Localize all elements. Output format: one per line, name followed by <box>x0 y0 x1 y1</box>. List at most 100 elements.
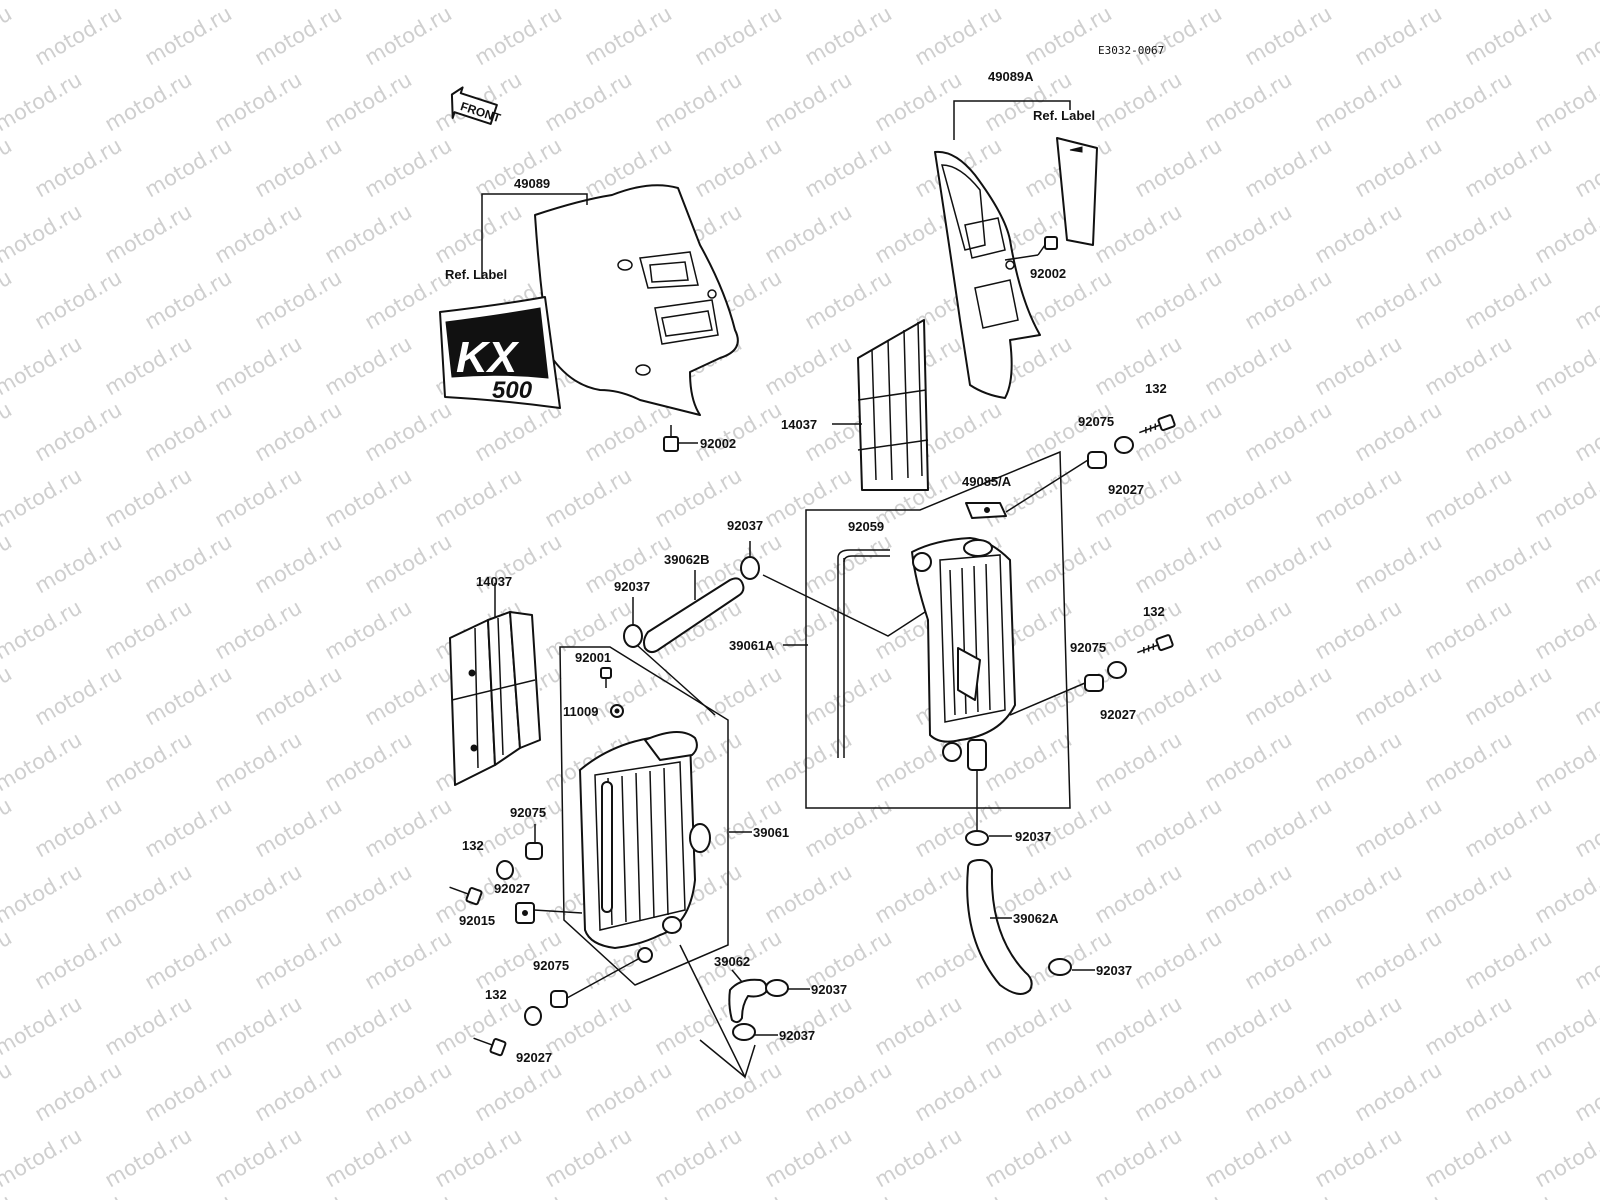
front-arrow-icon: FRONT <box>450 86 503 125</box>
label-132-lower-right: 132 <box>1143 604 1165 619</box>
watermark-text: motod.ru <box>1021 529 1116 598</box>
louver-grille-left <box>449 611 541 786</box>
watermark-text: motod.ru <box>1091 331 1186 400</box>
watermark-text: motod.ru <box>141 793 236 862</box>
watermark-text: motod.ru <box>1461 265 1556 334</box>
watermark-text: motod.ru <box>1091 727 1186 796</box>
watermark-text: motod.ru <box>431 199 526 268</box>
watermark-text: motod.ru <box>1241 529 1336 598</box>
watermark-text: motod.ru <box>1351 925 1446 994</box>
watermark-text: motod.ru <box>0 529 16 598</box>
watermark-text: motod.ru <box>141 265 236 334</box>
watermark-text: motod.ru <box>1241 1189 1336 1200</box>
watermark-text: motod.ru <box>211 727 306 796</box>
watermark-text: motod.ru <box>581 661 676 730</box>
washer-11009 <box>610 704 624 718</box>
label-92027-lower-right: 92027 <box>1100 707 1136 722</box>
watermark-text: motod.ru <box>31 1057 126 1126</box>
watermark-text: motod.ru <box>801 1057 896 1126</box>
watermark-text: motod.ru <box>871 991 966 1060</box>
watermark-text: motod.ru <box>141 529 236 598</box>
watermark-text: motod.ru <box>0 199 86 268</box>
label-14037-top: 14037 <box>781 417 817 432</box>
watermark-text: motod.ru <box>1421 199 1516 268</box>
watermark-text: motod.ru <box>1531 199 1600 268</box>
watermark-text: motod.ru <box>1571 793 1600 862</box>
label-ref-right: Ref. Label <box>1033 108 1095 123</box>
watermark-text: motod.ru <box>0 67 86 136</box>
watermark-text: motod.ru <box>321 727 416 796</box>
label-92037-right-lower: 92037 <box>1096 963 1132 978</box>
watermark-text: motod.ru <box>1201 595 1296 664</box>
watermark-text: motod.ru <box>1201 331 1296 400</box>
watermark-text: motod.ru <box>1201 991 1296 1060</box>
watermark-text: motod.ru <box>141 1057 236 1126</box>
watermark-text: motod.ru <box>1571 925 1600 994</box>
clip-92015 <box>515 902 583 924</box>
watermark-text: motod.ru <box>361 529 456 598</box>
decal-kx-text: KX <box>456 333 520 382</box>
watermark-text: motod.ru <box>1131 529 1226 598</box>
watermark-text: motod.ru <box>1131 265 1226 334</box>
right-shroud-49089a <box>934 150 1041 399</box>
watermark-text: motod.ru <box>761 67 856 136</box>
watermark-text: motod.ru <box>0 1189 16 1200</box>
watermark-text: motod.ru <box>361 1 456 70</box>
watermark-text: motod.ru <box>541 67 636 136</box>
watermark-text: motod.ru <box>1131 1189 1226 1200</box>
collar-92027-lower-right <box>1107 661 1127 679</box>
watermark-text: motod.ru <box>251 265 346 334</box>
watermark-text: motod.ru <box>981 727 1076 796</box>
clamp-92037-bottom-lower <box>732 1023 756 1041</box>
watermark-text: motod.ru <box>1131 925 1226 994</box>
label-132-upper-left: 132 <box>462 838 484 853</box>
watermark-text: motod.ru <box>0 265 16 334</box>
bolt-92002-right <box>1004 236 1058 261</box>
watermark-text: motod.ru <box>1021 925 1116 994</box>
watermark-text: motod.ru <box>1461 529 1556 598</box>
watermark-text: motod.ru <box>1201 859 1296 928</box>
label-92027-upper-right: 92027 <box>1108 482 1144 497</box>
watermark-text: motod.ru <box>101 199 196 268</box>
grommet-92075-upper-left <box>525 824 543 860</box>
watermark-text: motod.ru <box>31 265 126 334</box>
label-39062: 39062 <box>714 954 750 969</box>
watermark-text: motod.ru <box>1461 1 1556 70</box>
watermark-text: motod.ru <box>1461 397 1556 466</box>
bolt-132-lower-left <box>473 1037 507 1057</box>
watermark-text: motod.ru <box>471 1189 566 1200</box>
watermark-text: motod.ru <box>1241 793 1336 862</box>
watermark-text: motod.ru <box>361 133 456 202</box>
watermark-text: motod.ru <box>101 859 196 928</box>
watermark-text: motod.ru <box>1531 991 1600 1060</box>
watermark-text: motod.ru <box>251 1 346 70</box>
watermark-text: motod.ru <box>871 67 966 136</box>
label-92015: 92015 <box>459 913 495 928</box>
watermark-text: motod.ru <box>801 793 896 862</box>
collar-92027-lower-left <box>524 1006 542 1026</box>
watermark-text: motod.ru <box>1531 859 1600 928</box>
watermark-text: motod.ru <box>0 859 86 928</box>
watermark-text: motod.ru <box>471 133 566 202</box>
watermark-text: motod.ru <box>361 793 456 862</box>
watermark-text: motod.ru <box>1571 661 1600 730</box>
watermark-text: motod.ru <box>1421 67 1516 136</box>
label-92027-lower-left: 92027 <box>516 1050 552 1065</box>
watermark-text: motod.ru <box>211 595 306 664</box>
watermark-text: motod.ru <box>1091 859 1186 928</box>
watermark-text: motod.ru <box>581 397 676 466</box>
label-49089a: 49089A <box>988 69 1034 84</box>
watermark-text: motod.ru <box>911 1 1006 70</box>
watermark-text: motod.ru <box>801 133 896 202</box>
watermark-text: motod.ru <box>31 529 126 598</box>
watermark-text: motod.ru <box>1021 1189 1116 1200</box>
watermark-text: motod.ru <box>141 1189 236 1200</box>
watermark-text: motod.ru <box>1091 463 1186 532</box>
watermark-text: motod.ru <box>581 1 676 70</box>
watermark-text: motod.ru <box>1351 661 1446 730</box>
label-ref-left: Ref. Label <box>445 267 507 282</box>
watermark-text: motod.ru <box>1531 595 1600 664</box>
label-92037-top-right: 92037 <box>727 518 763 533</box>
watermark-text: motod.ru <box>321 463 416 532</box>
left-radiator <box>579 731 711 963</box>
